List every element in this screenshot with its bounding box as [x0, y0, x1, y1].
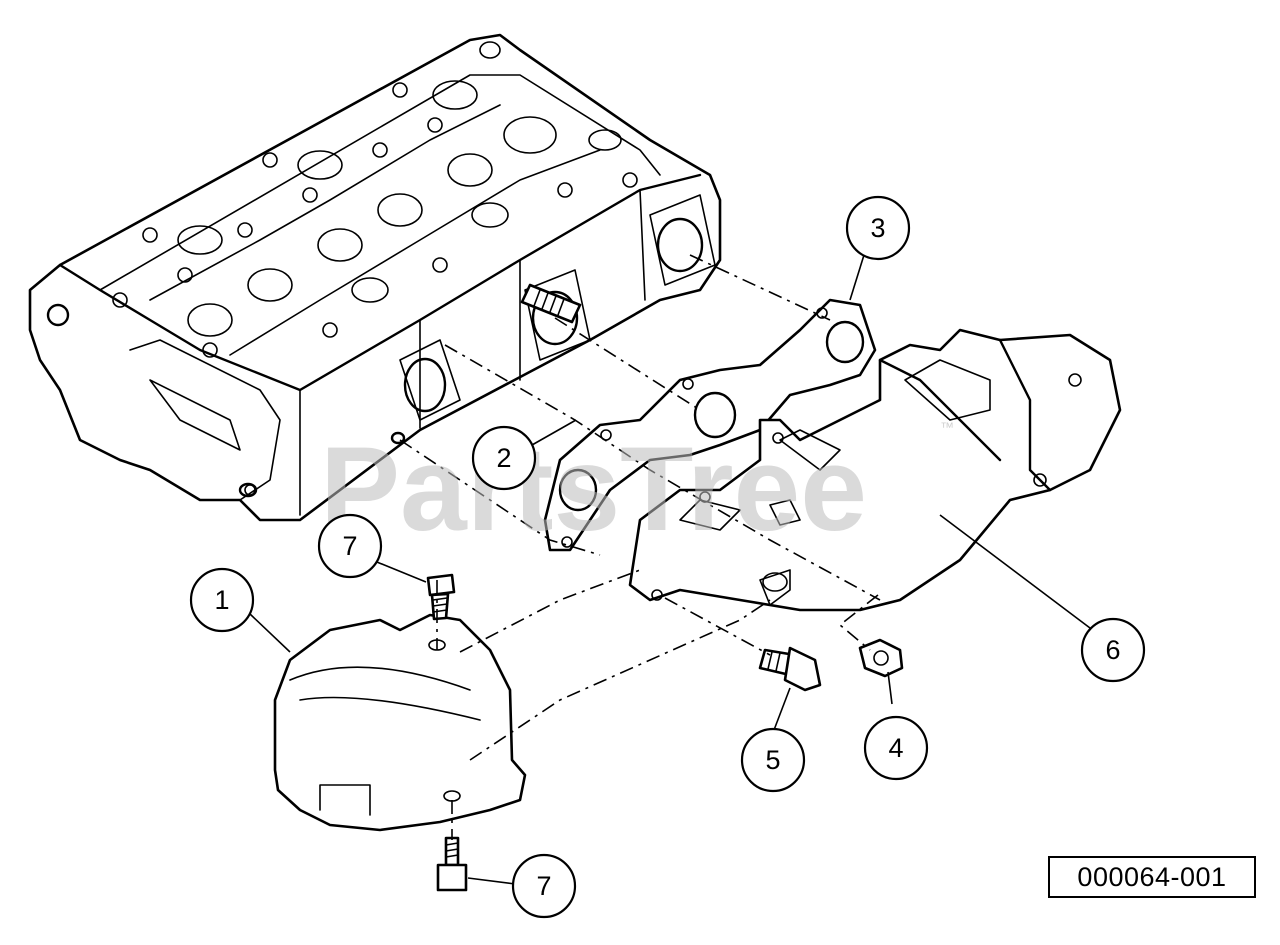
- bolt-bottom: [436, 836, 468, 892]
- assembly-center-lines: [399, 254, 881, 840]
- callout-2: 2: [471, 425, 537, 491]
- flange-bolt: [758, 646, 822, 692]
- callout-leaders: [249, 254, 1091, 885]
- svg-text:7: 7: [342, 531, 357, 561]
- callout-4: 4: [863, 715, 929, 781]
- svg-text:5: 5: [765, 745, 780, 775]
- svg-text:6: 6: [1105, 635, 1120, 665]
- watermark: PartsTree: [320, 422, 867, 556]
- callout-5: 5: [740, 727, 806, 793]
- stud: [520, 283, 582, 324]
- exhaust-manifold: [628, 328, 1122, 612]
- svg-text:1: 1: [214, 585, 229, 615]
- nut: [858, 638, 904, 678]
- callout-7-bottom: 7: [511, 853, 577, 919]
- watermark-trademark: ™: [940, 419, 954, 435]
- svg-text:2: 2: [496, 443, 511, 473]
- callout-6: 6: [1080, 617, 1146, 683]
- diagram-part-code: 000064-001: [1048, 856, 1256, 898]
- callout-7-top: 7: [317, 513, 383, 579]
- bolt-top: [426, 573, 456, 621]
- exhaust-manifold-gasket: [543, 298, 877, 552]
- svg-text:3: 3: [870, 213, 885, 243]
- callout-3: 3: [845, 195, 911, 261]
- cylinder-head: [28, 33, 722, 522]
- svg-text:4: 4: [888, 733, 903, 763]
- svg-text:7: 7: [536, 871, 551, 901]
- callout-1: 1: [189, 567, 255, 633]
- heat-shield: [273, 613, 527, 832]
